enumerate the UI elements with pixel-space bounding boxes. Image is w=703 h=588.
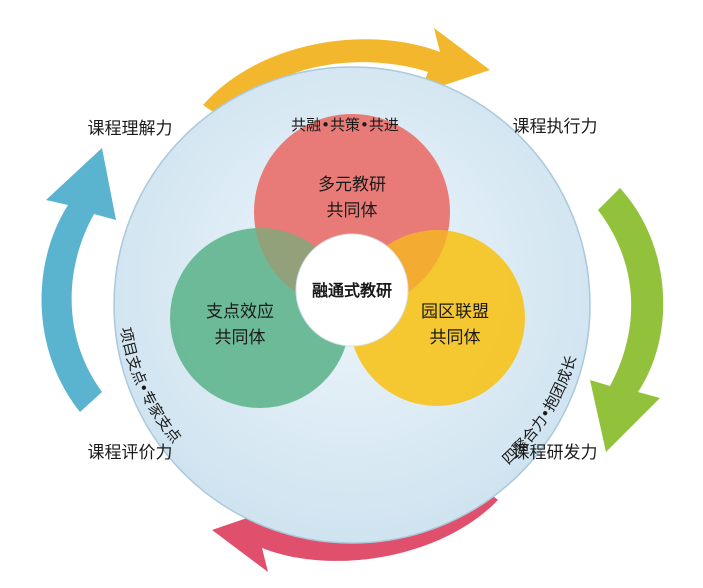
center-label: 融通式教研 (312, 281, 392, 300)
outer-label-top-left: 课程理解力 (88, 119, 173, 139)
circle-left-line1: 支点效应 (206, 302, 274, 322)
arrow-right-icon (590, 188, 664, 452)
ring-label-top: 共融•共策•共进 (291, 116, 399, 134)
circle-top-line1: 多元教研 (318, 175, 386, 195)
circle-top-line2: 共同体 (327, 201, 378, 221)
arrow-top-icon (203, 28, 490, 120)
outer-label-bottom-left: 课程评价力 (88, 443, 173, 463)
center-circle (295, 233, 409, 347)
arrow-bottom-icon (212, 482, 498, 572)
circle-right-line1: 园区联盟 (421, 302, 489, 322)
circle-left-line2: 共同体 (215, 328, 266, 348)
arrow-left-icon (41, 148, 116, 412)
outer-label-top-right: 课程执行力 (513, 117, 598, 137)
circle-right-line2: 共同体 (430, 328, 481, 348)
outer-label-bottom-right: 课程研发力 (513, 443, 598, 463)
